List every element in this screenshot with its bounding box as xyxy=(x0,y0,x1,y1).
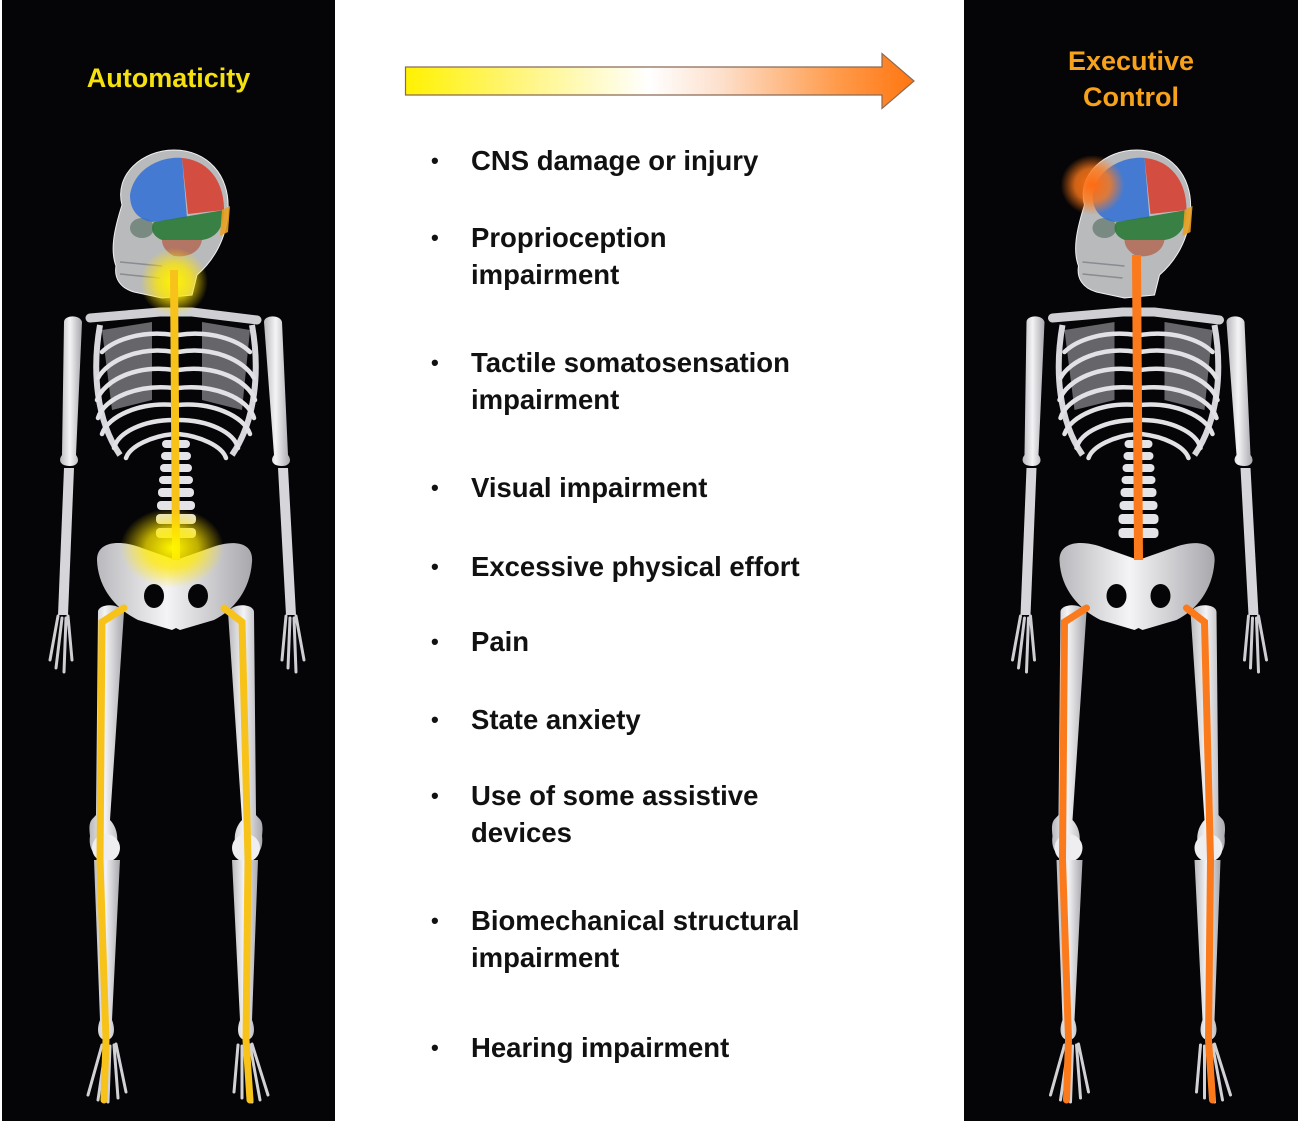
bullet-icon: • xyxy=(431,707,439,732)
factor-item: • Visual impairment xyxy=(428,469,948,506)
bullet-icon: • xyxy=(431,783,439,808)
automaticity-panel: Automaticity xyxy=(2,0,335,1121)
prefrontal-cortex-glow xyxy=(1060,155,1125,215)
executive-control-panel: Executive Control xyxy=(964,0,1298,1121)
bullet-icon: • xyxy=(431,629,439,654)
factor-item: • Hearing impairment xyxy=(428,1029,948,1066)
bullet-icon: • xyxy=(431,554,439,579)
factor-item: • Use of some assistive devices xyxy=(428,777,948,851)
bullet-icon: • xyxy=(431,350,439,375)
factor-item: • State anxiety xyxy=(428,701,948,738)
factor-item: • Tactile somatosensation impairment xyxy=(428,344,948,418)
leg-pathways-highlight xyxy=(96,604,254,1104)
factor-item: • Pain xyxy=(428,623,948,660)
bullet-icon: • xyxy=(431,475,439,500)
automaticity-skeleton-illustration xyxy=(2,0,335,1121)
bullet-icon: • xyxy=(431,225,439,250)
spinal-cord-highlight xyxy=(1132,254,1143,561)
executive-control-title: Executive Control xyxy=(1067,46,1195,112)
automaticity-title: Automaticity xyxy=(86,63,251,93)
leg-pathways-highlight xyxy=(1058,604,1216,1104)
pelvis-glow xyxy=(120,508,224,588)
factor-item: • CNS damage or injury xyxy=(428,142,948,179)
factor-item: • Biomechanical structural impairment xyxy=(428,902,948,976)
factor-item: • Proprioception impairment xyxy=(428,219,948,293)
bullet-icon: • xyxy=(431,148,439,173)
bullet-icon: • xyxy=(431,908,439,933)
executive-control-skeleton-illustration xyxy=(964,0,1298,1121)
bullet-icon: • xyxy=(431,1035,439,1060)
gradient-arrow-icon xyxy=(404,52,915,110)
factor-item: • Excessive physical effort xyxy=(428,548,948,585)
